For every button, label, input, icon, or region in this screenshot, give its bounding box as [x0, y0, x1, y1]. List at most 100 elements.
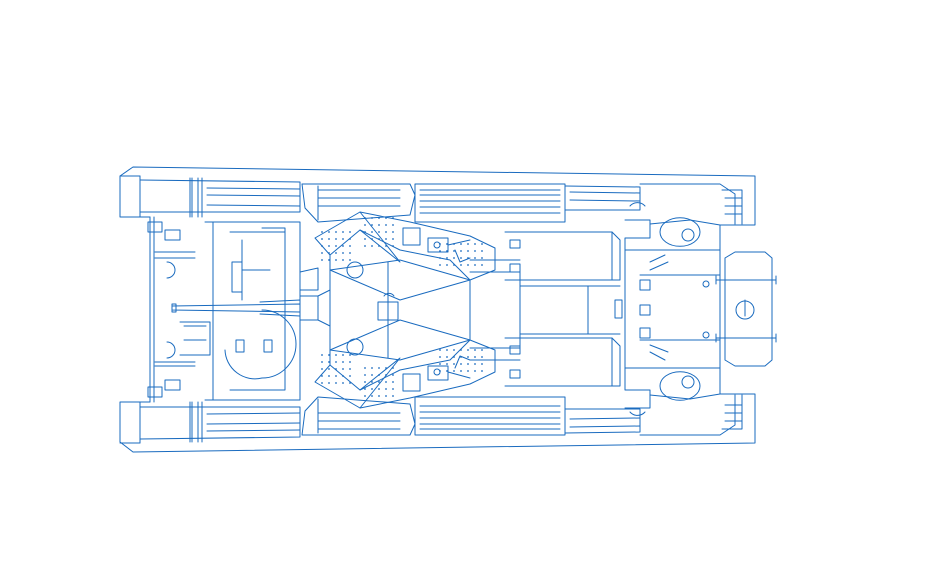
rivet [342, 375, 344, 377]
rivet [467, 356, 469, 358]
rivet [364, 231, 366, 233]
rivet [321, 368, 323, 370]
hull-outline [119, 166, 756, 453]
rivet [474, 264, 476, 266]
rivet [371, 388, 373, 390]
rivet [335, 259, 337, 261]
rivet [474, 250, 476, 252]
rivet [342, 382, 344, 384]
rivet [321, 252, 323, 254]
rivet [335, 361, 337, 363]
rivet [342, 245, 344, 247]
lower-sponson [301, 396, 416, 436]
rivet [328, 259, 330, 261]
rivet [349, 382, 351, 384]
turret-rivets [321, 217, 483, 397]
rivet [474, 243, 476, 245]
rivet [349, 361, 351, 363]
rear-engine-deck [147, 177, 301, 443]
rivet [385, 245, 387, 247]
rivet [481, 370, 483, 372]
rivet [453, 363, 455, 365]
rivet [439, 356, 441, 358]
rivet [342, 231, 344, 233]
rivet [460, 243, 462, 245]
rivet [364, 245, 366, 247]
rivet [364, 224, 366, 226]
rivet [453, 257, 455, 259]
rivet [446, 356, 448, 358]
rivet [439, 243, 441, 245]
rivet [446, 250, 448, 252]
rivet [481, 363, 483, 365]
rivet [328, 231, 330, 233]
rivet [378, 381, 380, 383]
rivet [378, 388, 380, 390]
rivet [378, 217, 380, 219]
rivet [335, 368, 337, 370]
rivet [378, 238, 380, 240]
rivet [364, 238, 366, 240]
rivet [392, 381, 394, 383]
rivet [328, 361, 330, 363]
rivet [481, 250, 483, 252]
rivet [371, 238, 373, 240]
rivet [335, 382, 337, 384]
rivet [453, 370, 455, 372]
rivet [321, 259, 323, 261]
main-gun-barrel [171, 267, 331, 327]
rivet [460, 363, 462, 365]
rivet [467, 363, 469, 365]
rivet [349, 259, 351, 261]
rivet [474, 370, 476, 372]
rivet [321, 231, 323, 233]
rivet [335, 252, 337, 254]
rivet [335, 375, 337, 377]
rivet [328, 354, 330, 356]
rivet [349, 252, 351, 254]
rivet [460, 250, 462, 252]
rivet [335, 238, 337, 240]
rivet [439, 349, 441, 351]
rivet [460, 257, 462, 259]
rivet [439, 250, 441, 252]
rivet [392, 231, 394, 233]
rivet [467, 250, 469, 252]
rivet [349, 368, 351, 370]
turret [314, 211, 496, 409]
rivet [481, 356, 483, 358]
rivet [342, 252, 344, 254]
rivet [467, 349, 469, 351]
rivet [385, 217, 387, 219]
rivet [392, 245, 394, 247]
rivet [321, 361, 323, 363]
rivet [474, 356, 476, 358]
rivet [446, 264, 448, 266]
rivet [342, 238, 344, 240]
rivet [349, 245, 351, 247]
rivet [378, 367, 380, 369]
rivet [364, 388, 366, 390]
rivet [321, 245, 323, 247]
front-hull [624, 202, 721, 416]
rivet [371, 224, 373, 226]
rivet [371, 217, 373, 219]
rivet [439, 363, 441, 365]
rivet [342, 259, 344, 261]
rivet [321, 382, 323, 384]
rivet [439, 264, 441, 266]
rivet [453, 250, 455, 252]
rivet [392, 238, 394, 240]
rivet [364, 395, 366, 397]
rivet [460, 264, 462, 266]
upper-sponson [301, 183, 416, 223]
front-deck [469, 231, 623, 387]
rivet [392, 224, 394, 226]
rivet [446, 349, 448, 351]
rivet [392, 374, 394, 376]
rivet [349, 375, 351, 377]
rivet [364, 217, 366, 219]
rivet [349, 238, 351, 240]
rivet [474, 363, 476, 365]
rivet [349, 354, 351, 356]
